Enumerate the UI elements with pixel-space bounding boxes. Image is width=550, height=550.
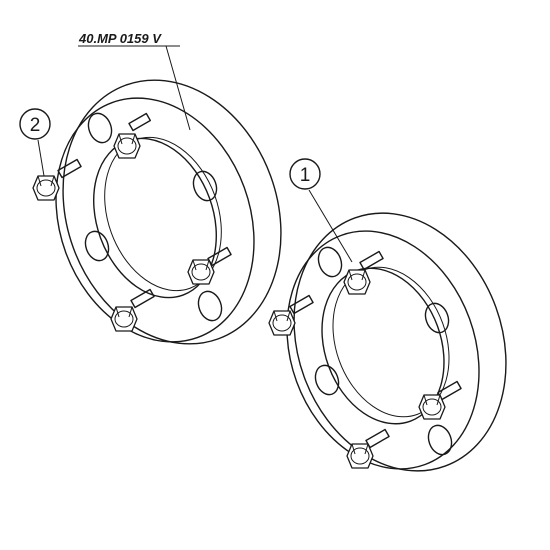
left-spacer-bore-inner [104,136,222,292]
left-spacer-nut [187,259,215,285]
left-spacer-nut [110,306,138,332]
callout-1: 1 [289,158,321,190]
left-spacer-bolt-hole [84,230,110,262]
part-number-label: 40.MP 0159 V [78,31,162,46]
left-spacer-bolt-hole [87,112,113,144]
right-spacer-stud [365,428,390,449]
callout-2-number: 2 [30,115,41,136]
right-wheel-spacer [286,212,507,472]
left-spacer-bolt-hole [192,170,218,202]
left-spacer-outer-edge [62,79,282,345]
right-spacer-outer-edge [293,212,507,472]
callout-1-number: 1 [300,165,311,186]
left-spacer-nut [113,133,141,159]
callout-1-leader-line [308,189,353,263]
right-spacer-bolt-hole [317,246,343,278]
right-spacer-stud [359,250,384,271]
right-spacer-bore-inner [332,266,450,418]
right-spacer-bolt-hole [314,364,340,396]
right-spacer-nut [343,269,371,295]
callout-2: 2 [19,108,51,140]
right-spacer-nut [418,394,446,420]
left-spacer-stud [57,158,82,179]
right-spacer-stud [289,294,314,315]
right-spacer-bolt-hole [424,302,450,334]
part-label-leader-line [165,45,191,131]
left-spacer-front-face [55,97,255,343]
left-spacer-nut [32,175,60,201]
left-spacer-bolt-hole [197,290,223,322]
callout-2-circle [19,108,51,140]
left-spacer-stud [130,288,155,309]
callout-2-leader-line [37,139,45,177]
left-spacer-stud [128,112,152,132]
left-wheel-spacer [55,79,282,345]
right-spacer-front-face [286,230,480,470]
right-spacer-nut [268,310,296,336]
callout-1-circle [289,158,321,190]
right-spacer-nut [346,443,374,469]
right-spacer-bolt-hole [427,424,453,456]
